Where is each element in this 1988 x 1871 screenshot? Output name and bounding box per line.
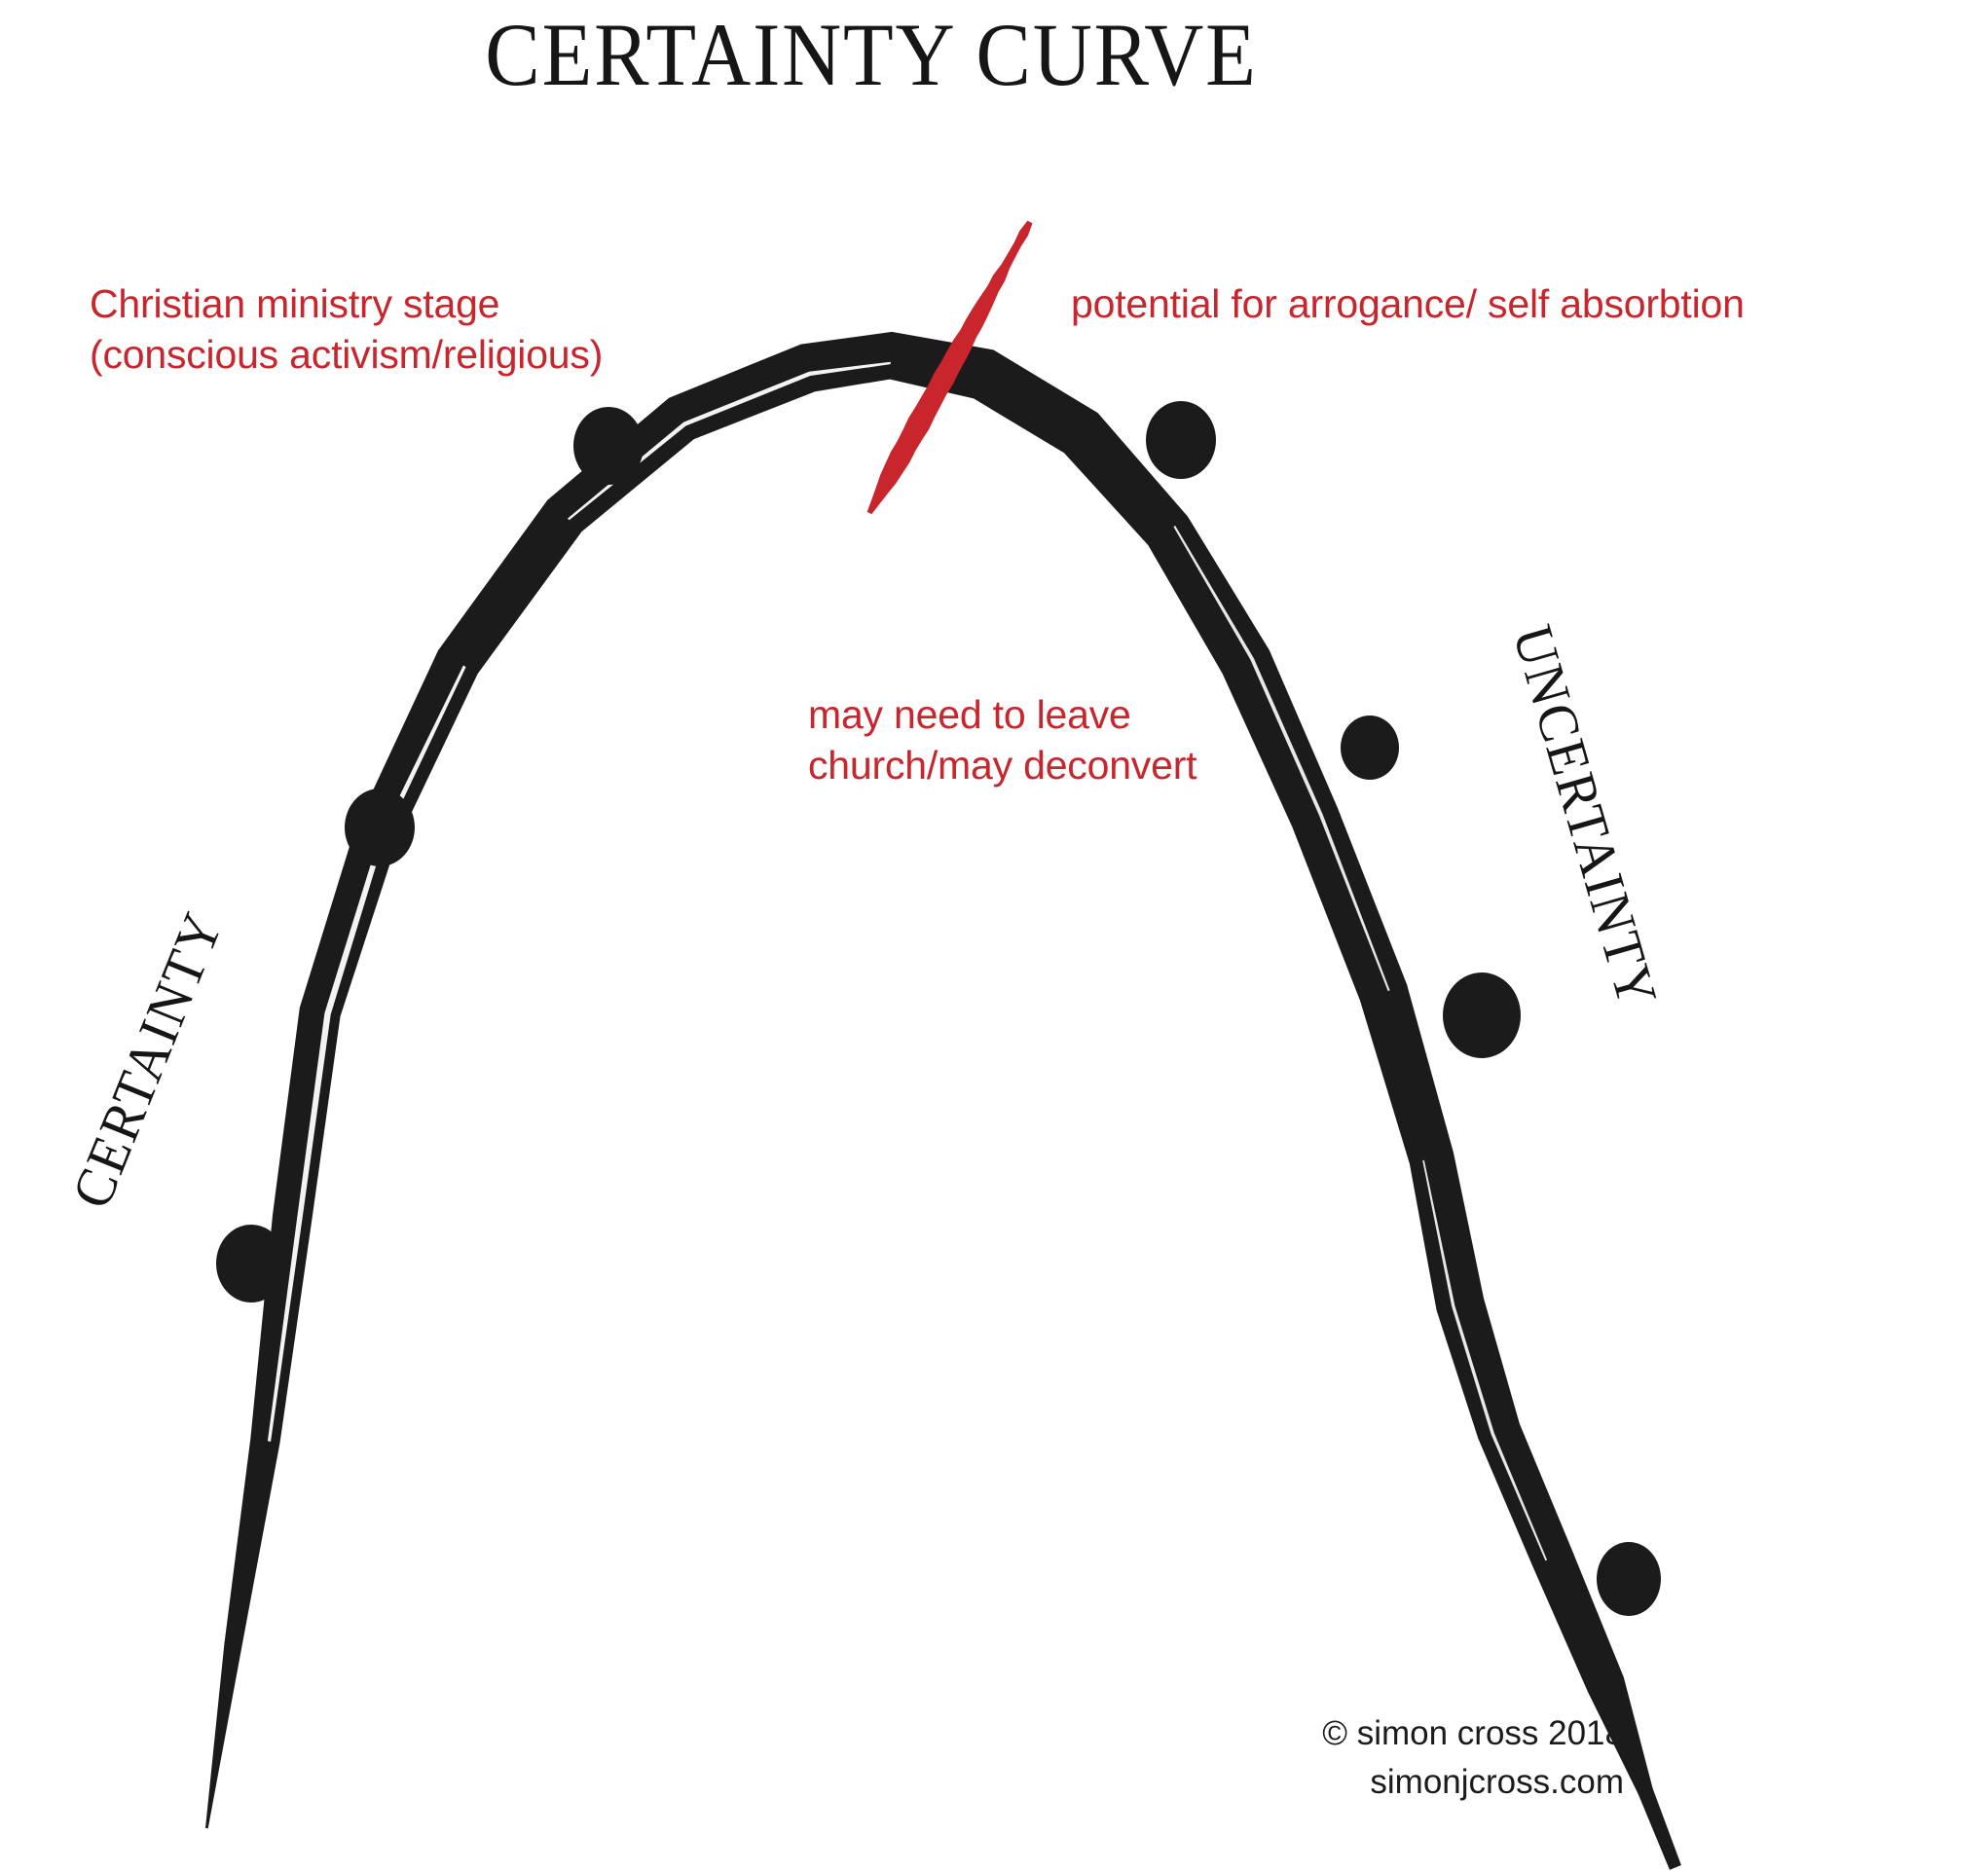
stage-markers	[216, 401, 1661, 1616]
website-line: simonjcross.com	[1370, 1762, 1624, 1801]
credits-block: © simon cross 2018 simonjcross.com	[1147, 1709, 1624, 1806]
stage-marker-dot	[1443, 972, 1521, 1058]
stage-marker-dot	[1146, 401, 1216, 479]
stage-marker-dot	[345, 789, 415, 866]
copyright-line: © simon cross 2018	[1322, 1714, 1624, 1752]
annotation-arrogance: potential for arrogance/ self absorbtion	[1071, 281, 1745, 326]
stage-marker-dot	[216, 1225, 286, 1302]
red-slash-group	[866, 220, 1033, 515]
page-title: CERTAINTY CURVE	[485, 5, 1258, 104]
stage-marker-dot	[573, 407, 644, 485]
annotation-ministry-stage: Christian ministry stage (conscious acti…	[90, 281, 604, 378]
stage-marker-dot	[1341, 715, 1399, 780]
stage-marker-dot	[1597, 1542, 1661, 1616]
curve-group	[205, 331, 1681, 1870]
annotation-leave-church: may need to leave church/may deconvert	[808, 692, 1197, 789]
